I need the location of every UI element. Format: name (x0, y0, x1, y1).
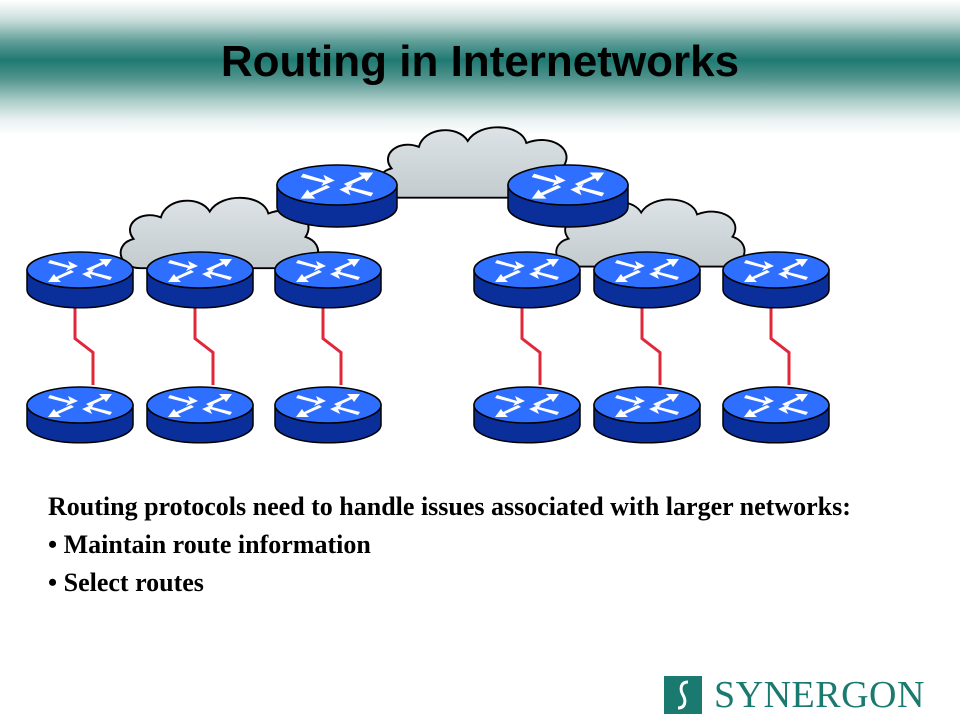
body-intro: Routing protocols need to handle issues … (48, 492, 851, 521)
router-icon (722, 386, 830, 444)
router-icon (26, 251, 134, 309)
serial-link-dist-1-access-1 (73, 304, 95, 385)
router-icon (507, 164, 629, 228)
network-diagram (26, 126, 830, 444)
router-icon (722, 251, 830, 309)
serial-link-dist-6-access-6 (769, 304, 791, 385)
router-icon (473, 386, 581, 444)
router-icon (146, 386, 254, 444)
header-band (0, 0, 960, 135)
logo-text: SYNERGON (714, 674, 925, 716)
router-icon (593, 386, 701, 444)
bullet-marker: • (48, 568, 58, 597)
router-icon (593, 251, 701, 309)
bullet-marker: • (48, 530, 58, 559)
bullet-item: • Maintain route information (48, 526, 928, 564)
serial-link-dist-3-access-3 (321, 304, 343, 385)
logo-mark-icon (664, 676, 702, 714)
serial-link-dist-4-access-4 (520, 304, 542, 385)
body-text: Routing protocols need to handle issues … (48, 488, 928, 602)
router-icon (26, 386, 134, 444)
router-icon (473, 251, 581, 309)
serial-link-dist-2-access-2 (193, 304, 215, 385)
serial-link-dist-5-access-5 (640, 304, 662, 385)
router-icon (274, 386, 382, 444)
bullet-text: Maintain route information (63, 530, 371, 559)
router-icon (276, 164, 398, 228)
slide-title: Routing in Internetworks (220, 37, 740, 86)
router-icon (146, 251, 254, 309)
bullet-item: • Select routes (48, 564, 928, 602)
bullet-text: Select routes (63, 568, 204, 597)
router-icon (274, 251, 382, 309)
synergon-logo: SYNERGON (664, 674, 944, 716)
